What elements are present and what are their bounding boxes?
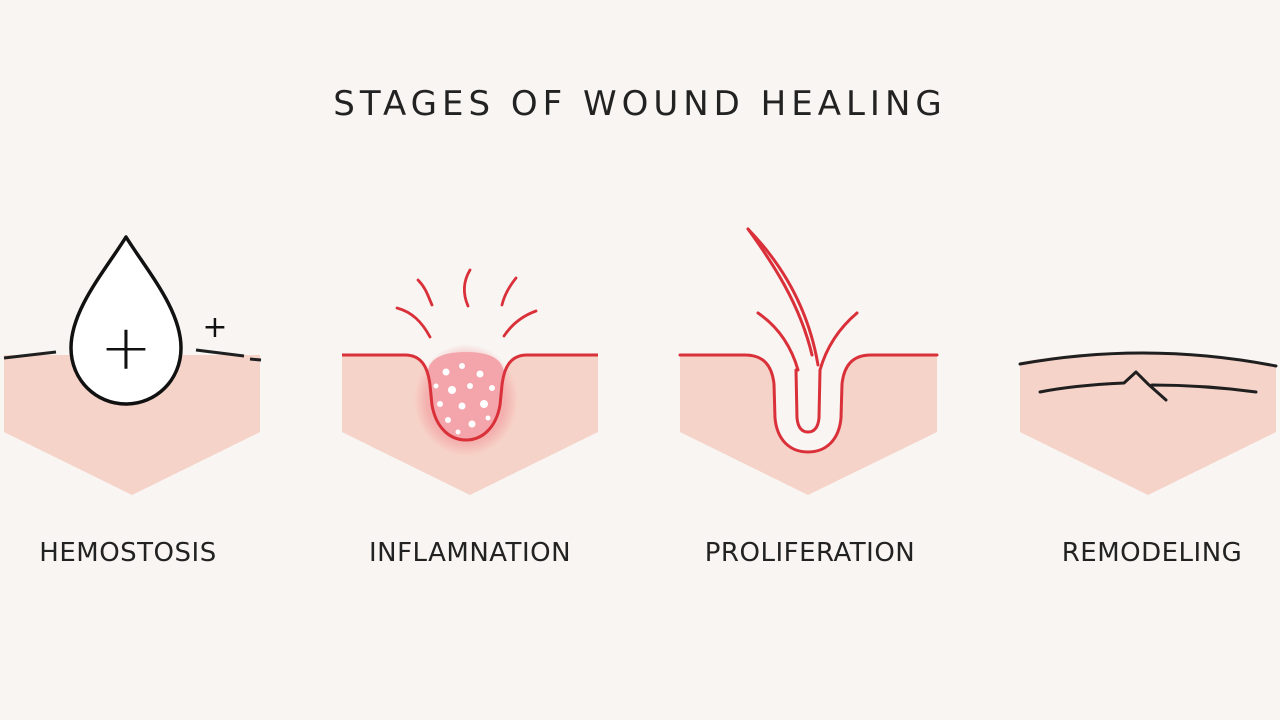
growth-strand-right [818,311,859,372]
stage-label-inflammation: INFLAMNATION [368,538,572,568]
skin-block [4,355,260,495]
outer-wound-outline [678,353,939,454]
plus-symbol-small: + [202,310,227,345]
skin-surface-right [195,348,245,358]
growth-strand-long-1 [746,227,814,357]
new-tissue-growth-icon [678,227,939,454]
scar-line [1038,370,1258,402]
heat-lines [395,268,538,339]
stage-inflammation-illustration [342,268,598,495]
blood-drop-plus-icon: + [69,235,183,406]
stage-label-proliferation: PROLIFERATION [704,538,916,568]
stage-hemostasis-illustration: + + [3,235,262,495]
stage-label-remodeling: REMODELING [1061,538,1243,568]
stage-remodeling-illustration [1018,351,1278,495]
blood-drop [69,235,183,406]
plus-symbol-large: + [100,311,152,384]
skin-surface-line [1018,351,1278,368]
growth-strand-left [756,311,800,372]
skin-surface-left [3,350,57,360]
wound-outline [342,353,598,442]
cell-debris-dots [433,363,495,435]
stage-label-hemostasis: HEMOSTOSIS [39,538,217,568]
skin-block [680,355,937,495]
diagram-title: STAGES OF WOUND HEALING [333,84,947,124]
growth-strand-long-2 [746,227,820,367]
inflamed-wound-icon [342,268,598,456]
skin-block [342,355,598,495]
scar-line-icon [1018,351,1278,402]
inner-tissue-channel [794,368,822,434]
skin-surface-right-tick [249,357,262,362]
stage-proliferation-illustration [678,227,939,495]
skin-block [1020,351,1276,495]
